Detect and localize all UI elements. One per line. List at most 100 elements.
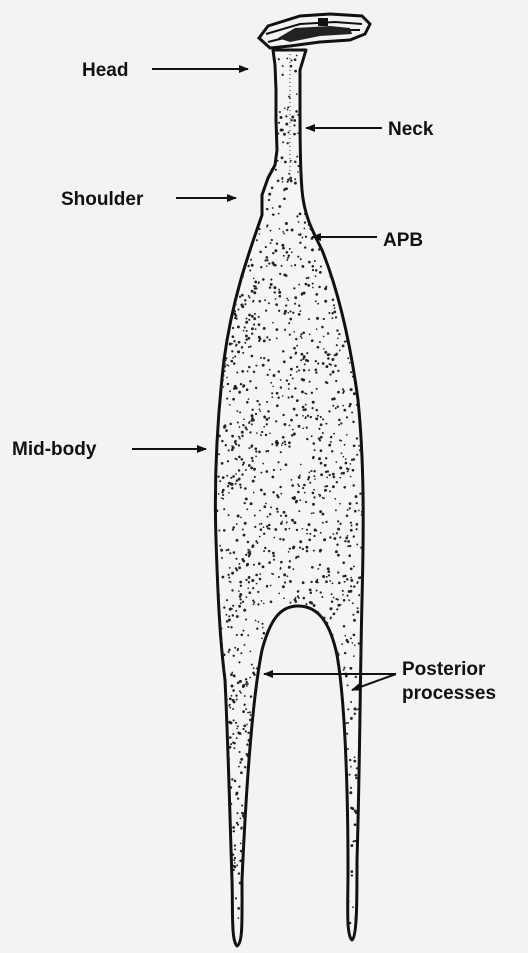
stipple-dot: [272, 262, 275, 265]
stipple-dot: [331, 88, 333, 90]
stipple-dot: [356, 304, 358, 306]
stipple-dot: [288, 96, 290, 98]
stipple-dot: [277, 496, 280, 499]
stipple-dot: [333, 311, 336, 314]
stipple-dot: [357, 112, 359, 114]
stipple-dot: [263, 668, 266, 671]
stipple-dot: [337, 520, 339, 522]
stipple-dot: [346, 595, 348, 597]
stipple-dot: [223, 815, 226, 818]
stipple-dot: [285, 514, 288, 517]
stipple-dot: [352, 602, 354, 604]
stipple-dot: [310, 635, 312, 637]
stipple-dot: [267, 733, 269, 735]
stipple-dot: [290, 663, 292, 665]
stipple-dot: [278, 291, 281, 294]
stipple-dot: [304, 680, 306, 682]
stipple-dot: [247, 732, 249, 734]
stipple-dot: [316, 317, 319, 320]
stipple-dot: [354, 510, 357, 513]
stipple-dot: [249, 790, 251, 792]
stipple-dot: [358, 157, 361, 160]
stipple-dot: [231, 285, 234, 288]
stipple-dot: [239, 438, 241, 440]
stipple-dot: [348, 81, 350, 83]
stipple-dot: [266, 525, 268, 527]
stipple-dot: [245, 321, 248, 324]
stipple-dot: [316, 785, 319, 788]
stipple-dot: [340, 52, 343, 55]
stipple-dot: [339, 804, 341, 806]
stipple-dot: [339, 721, 342, 724]
stipple-dot: [332, 936, 334, 938]
stipple-dot: [251, 182, 253, 184]
stipple-dot: [227, 293, 230, 296]
stipple-dot: [356, 523, 359, 526]
stipple-dot: [358, 206, 360, 208]
stipple-dot: [309, 95, 311, 97]
stipple-dot: [225, 429, 228, 432]
stipple-dot: [308, 897, 310, 899]
stipple-dot: [308, 792, 310, 794]
stipple-dot: [323, 336, 325, 338]
stipple-dot: [296, 896, 298, 898]
stipple-dot: [240, 585, 242, 587]
stipple-dot: [274, 756, 277, 759]
stipple-dot: [255, 574, 258, 577]
stipple-dot: [287, 705, 290, 708]
stipple-dot: [246, 82, 249, 85]
stipple-dot: [232, 605, 234, 607]
stipple-dot: [227, 626, 229, 628]
stipple-dot: [253, 926, 255, 928]
stipple-dot: [214, 903, 216, 905]
stipple-dot: [247, 370, 249, 372]
stipple-dot: [333, 90, 335, 92]
stipple-dot: [358, 259, 361, 262]
stipple-dot: [288, 322, 290, 324]
stipple-dot: [337, 839, 339, 841]
stipple-dot: [345, 675, 348, 678]
stipple-dot: [334, 787, 336, 789]
stipple-dot: [339, 536, 341, 538]
stipple-dot: [267, 450, 269, 452]
stipple-dot: [338, 333, 340, 335]
stipple-dot: [337, 391, 340, 394]
stipple-dot: [286, 298, 288, 300]
stipple-dot: [256, 181, 259, 184]
stipple-dot: [333, 740, 336, 743]
stipple-dot: [342, 456, 344, 458]
stipple-dot: [251, 457, 254, 460]
stipple-dot: [363, 115, 366, 118]
stipple-dot: [311, 678, 314, 681]
stipple-dot: [361, 756, 364, 759]
stipple-dot: [226, 76, 229, 79]
stipple-dot: [226, 620, 229, 623]
stipple-dot: [334, 99, 337, 102]
stipple-dot: [309, 793, 312, 796]
stipple-dot: [319, 550, 322, 553]
stipple-dot: [347, 326, 350, 329]
stipple-dot: [254, 55, 257, 58]
stipple-dot: [311, 392, 313, 394]
stipple-dot: [227, 238, 229, 240]
stipple-dot: [334, 365, 337, 368]
stipple-dot: [270, 382, 272, 384]
stipple-dot: [242, 685, 245, 688]
stipple-dot: [309, 381, 311, 383]
stipple-dot: [328, 714, 330, 716]
stipple-dot: [248, 447, 250, 449]
stipple-dot: [220, 160, 223, 163]
stipple-dot: [278, 213, 280, 215]
stipple-dot: [245, 338, 247, 340]
stipple-dot: [312, 727, 314, 729]
stipple-dot: [322, 432, 324, 434]
stipple-dot: [248, 553, 251, 556]
stipple-dot: [215, 813, 217, 815]
stipple-dot: [247, 337, 250, 340]
stipple-dot: [238, 872, 240, 874]
stipple-dot: [349, 209, 351, 211]
stipple-dot: [239, 483, 241, 485]
stipple-dot: [313, 475, 315, 477]
stipple-dot: [228, 122, 230, 124]
stipple-dot: [345, 340, 347, 342]
